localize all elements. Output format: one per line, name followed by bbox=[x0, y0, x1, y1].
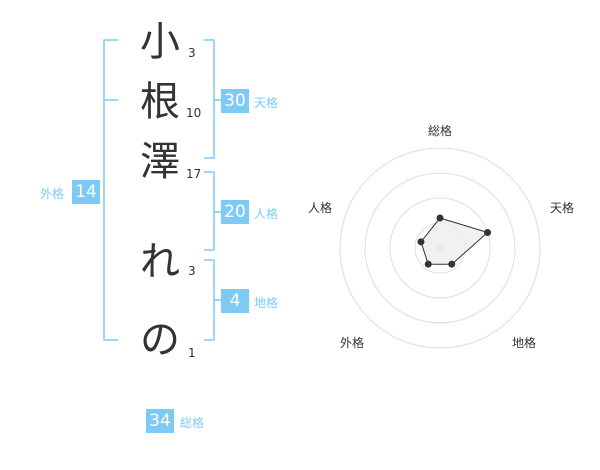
stroke-count-5: 1 bbox=[188, 346, 196, 360]
soukaku-label: 総格 bbox=[180, 416, 205, 430]
soukaku-badge: 34 bbox=[146, 409, 174, 433]
gaikaku-label: 外格 bbox=[40, 187, 65, 201]
radar-point-4 bbox=[424, 260, 432, 268]
radar-axis-label-chikaku: 地格 bbox=[511, 336, 536, 350]
radar-point-5 bbox=[417, 238, 425, 246]
stroke-count-4: 3 bbox=[188, 264, 196, 278]
name-char-4: れ bbox=[140, 239, 180, 285]
tenkaku-badge: 30 bbox=[221, 89, 249, 113]
stroke-count-3: 17 bbox=[186, 167, 202, 181]
radar-axis-label-jinkaku: 人格 bbox=[307, 201, 332, 215]
radar-axis-label-gaikaku: 外格 bbox=[339, 336, 364, 350]
stroke-count-2: 10 bbox=[186, 106, 202, 120]
stroke-count-1: 3 bbox=[188, 46, 196, 60]
name-char-1: 小 bbox=[140, 19, 180, 65]
radar-axis-label-tenkaku: 天格 bbox=[549, 201, 574, 215]
chikaku-label: 地格 bbox=[254, 296, 279, 310]
jinkaku-label: 人格 bbox=[254, 207, 279, 221]
chikaku-badge: 4 bbox=[221, 289, 249, 313]
radar-value-polygon bbox=[420, 217, 489, 265]
radar-ring-2 bbox=[389, 197, 491, 299]
tenkaku-label: 天格 bbox=[254, 96, 279, 110]
jinkaku-badge: 20 bbox=[221, 200, 249, 224]
name-char-5: の bbox=[140, 317, 180, 363]
radar-ring-3 bbox=[364, 172, 516, 324]
radar-ring-4 bbox=[339, 147, 541, 349]
gaikaku-badge: 14 bbox=[72, 180, 100, 204]
name-char-2: 根 bbox=[140, 79, 180, 125]
name-char-3: 澤 bbox=[140, 139, 180, 185]
radar-point-1 bbox=[436, 214, 444, 222]
radar-axis-label-soukaku: 総格 bbox=[427, 124, 452, 138]
radar-point-2 bbox=[484, 229, 492, 237]
radar-point-3 bbox=[448, 260, 456, 268]
